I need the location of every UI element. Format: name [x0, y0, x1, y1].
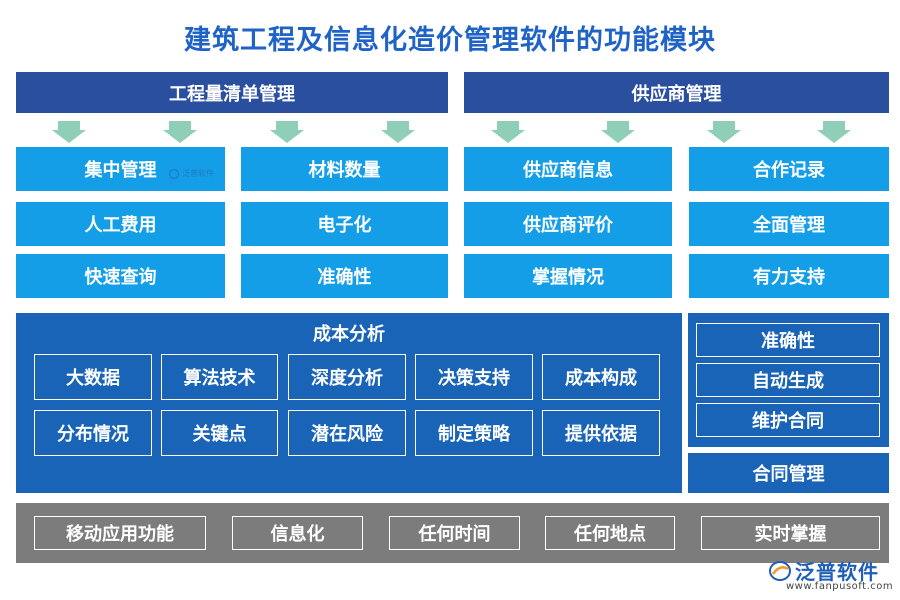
logo-icon: [168, 168, 180, 179]
analysis-item: 决策支持: [415, 354, 533, 400]
logo-text: 泛普软件: [795, 560, 879, 584]
cost-analysis-title: 成本分析: [313, 324, 385, 345]
page-title: 建筑工程及信息化造价管理软件的功能模块: [184, 25, 716, 56]
module-cell: 供应商评价: [464, 202, 672, 246]
logo-url: www.fanpusoft.com: [786, 581, 894, 592]
mobile-item: 任何时间: [389, 516, 520, 550]
mobile-item: 信息化: [232, 516, 363, 550]
analysis-item: 大数据: [34, 354, 152, 400]
watermark-logo: 泛普软件: [168, 168, 214, 179]
analysis-item: 分布情况: [34, 410, 152, 456]
logo-icon: [769, 560, 791, 581]
analysis-item: 算法技术: [161, 354, 278, 400]
module-cell: 电子化: [241, 202, 448, 246]
module-cell: 准确性: [241, 254, 448, 298]
analysis-item: 制定策略: [415, 410, 533, 456]
down-arrow-icon: [491, 121, 525, 143]
analysis-item: 提供依据: [542, 410, 660, 456]
contract-item: 维护合同: [696, 403, 880, 437]
analysis-item: 关键点: [161, 410, 278, 456]
mobile-item: 任何地点: [545, 516, 675, 550]
module-cell: 掌握情况: [464, 254, 672, 298]
module-cell: 供应商信息: [464, 147, 672, 191]
module-cell: 全面管理: [689, 202, 889, 246]
section-header-bill-of-quantities: 工程量清单管理: [16, 72, 448, 113]
module-cell: 快速查询: [16, 254, 225, 298]
down-arrow-icon: [52, 121, 86, 143]
analysis-item: 成本构成: [542, 354, 660, 400]
down-arrow-icon: [163, 121, 197, 143]
module-cell: 有力支持: [689, 254, 889, 298]
section-header-supplier-management: 供应商管理: [464, 72, 889, 113]
contract-item: 准确性: [696, 323, 880, 357]
analysis-item: 潜在风险: [288, 410, 406, 456]
cost-analysis-panel: [16, 313, 682, 493]
down-arrow-icon: [381, 121, 415, 143]
down-arrow-icon: [707, 121, 741, 143]
module-cell: 集中管理: [16, 147, 225, 191]
down-arrow-icon: [817, 121, 851, 143]
contract-item: 自动生成: [696, 363, 880, 397]
module-cell: 合作记录: [689, 147, 889, 191]
brand-logo: 泛普软件: [768, 556, 879, 585]
mobile-item: 移动应用功能: [34, 516, 206, 550]
module-cell: 材料数量: [241, 147, 448, 191]
module-cell: 人工费用: [16, 202, 225, 246]
down-arrow-icon: [270, 121, 304, 143]
mobile-item: 实时掌握: [701, 516, 880, 550]
watermark-text: 泛普软件: [182, 169, 214, 178]
analysis-item: 深度分析: [288, 354, 406, 400]
contract-management-label: 合同管理: [688, 453, 889, 493]
down-arrow-icon: [601, 121, 635, 143]
